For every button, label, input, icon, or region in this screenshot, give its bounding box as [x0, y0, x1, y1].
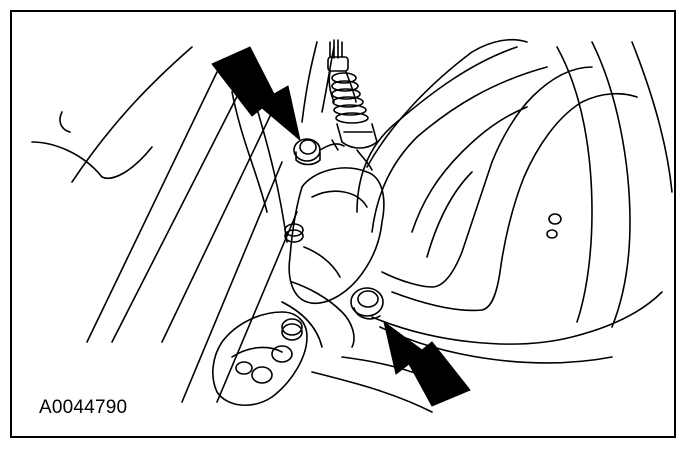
boss	[284, 229, 304, 243]
frame-line	[181, 161, 283, 403]
diagram-frame: A0044790	[10, 10, 676, 438]
arrow-icon	[211, 46, 301, 142]
manifold-outline	[391, 92, 638, 312]
frame-line	[31, 141, 153, 179]
boss	[281, 323, 303, 341]
bracket-outline	[288, 167, 385, 304]
boss	[251, 366, 273, 384]
manifold-outline	[381, 66, 593, 288]
frame-line	[231, 91, 268, 213]
frame-line	[301, 41, 318, 123]
frame-line	[311, 371, 433, 413]
manifold-outline	[371, 66, 548, 233]
boss	[284, 223, 304, 237]
manifold-port	[546, 229, 558, 239]
manifold-outline	[631, 41, 673, 193]
frame-line	[161, 111, 273, 343]
frame-line	[111, 66, 253, 343]
manifold-outline	[591, 41, 631, 328]
sensor-body	[327, 39, 378, 171]
manifold-port	[548, 213, 562, 225]
lower-block-edge	[231, 346, 283, 358]
boss	[281, 318, 303, 336]
arrow-icon	[383, 320, 471, 407]
manifold-outline	[426, 171, 473, 258]
bracket-edge	[303, 246, 341, 278]
manifold-outline	[356, 46, 518, 213]
manifold-outline	[411, 106, 528, 233]
boss	[235, 361, 253, 375]
frame-line	[86, 71, 218, 343]
lower-bolt	[350, 287, 384, 320]
figure-id-label: A0044790	[39, 397, 128, 418]
frame-line	[71, 46, 193, 183]
lower-block	[212, 311, 308, 407]
manifold-outline	[371, 291, 663, 345]
bracket-edge	[291, 281, 355, 348]
frame-line	[59, 111, 71, 133]
frame-line	[254, 101, 288, 243]
boss	[271, 345, 293, 363]
bracket-edge	[281, 301, 323, 348]
engine-bracket-illustration	[31, 38, 673, 413]
frame-line	[216, 211, 298, 403]
bracket-edge	[311, 190, 368, 208]
manifold-outline	[556, 46, 593, 323]
manifold-outline	[366, 38, 528, 168]
frame-line	[321, 46, 335, 113]
upper-bolt	[293, 138, 345, 166]
